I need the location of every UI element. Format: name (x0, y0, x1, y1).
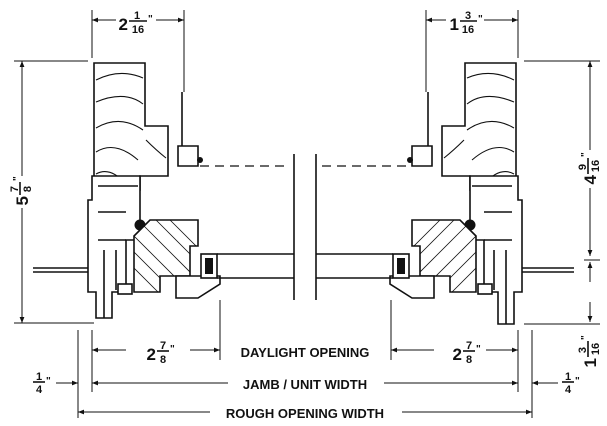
svg-text:4: 4 (565, 384, 572, 396)
dim-left-daylight: 2 7 8 " (147, 340, 175, 366)
svg-text:": " (580, 335, 591, 340)
dim-right-bottom: 1 3 16 " (577, 335, 602, 367)
svg-text:2: 2 (119, 15, 128, 34)
right-wood-jamb (441, 62, 517, 191)
svg-text:7: 7 (160, 340, 166, 352)
svg-text:8: 8 (160, 354, 166, 366)
svg-text:5: 5 (13, 196, 32, 205)
svg-text:9: 9 (577, 164, 589, 170)
dim-left-height: 5 7 8 " (9, 176, 34, 205)
svg-text:": " (46, 376, 51, 387)
svg-text:2: 2 (453, 345, 462, 364)
svg-text:4: 4 (581, 174, 600, 184)
svg-text:3: 3 (577, 347, 589, 353)
svg-text:": " (170, 344, 175, 355)
dim-right-height: 4 9 16 " (577, 152, 602, 184)
dim-right-daylight: 2 7 8 " (453, 340, 481, 366)
right-frame-profile (469, 175, 523, 325)
svg-text:4: 4 (36, 384, 43, 396)
dim-right-top: 1 3 16 " (450, 10, 483, 36)
svg-text:": " (148, 14, 153, 25)
jamb-unit-width-label: JAMB / UNIT WIDTH (243, 377, 367, 392)
svg-text:1: 1 (581, 358, 600, 367)
svg-text:": " (478, 14, 483, 25)
svg-text:1: 1 (450, 15, 459, 34)
daylight-opening-label: DAYLIGHT OPENING (241, 345, 370, 360)
dim-left-shim: 1 4 " (33, 371, 51, 396)
left-wood-jamb (93, 62, 169, 191)
svg-text:3: 3 (465, 10, 471, 22)
left-sash-profile (133, 219, 199, 293)
svg-text:8: 8 (466, 354, 472, 366)
svg-text:1: 1 (565, 371, 571, 383)
svg-text:7: 7 (466, 340, 472, 352)
dimension-lines (14, 10, 600, 418)
glass-and-screen (200, 154, 410, 300)
svg-text:": " (580, 152, 591, 157)
svg-text:": " (575, 376, 580, 387)
svg-text:8: 8 (22, 186, 34, 192)
svg-text:": " (476, 344, 481, 355)
svg-text:": " (12, 176, 23, 181)
svg-text:16: 16 (590, 343, 602, 355)
left-frame-profile (87, 175, 141, 319)
dim-left-top: 2 1 16 " (119, 10, 153, 36)
svg-text:2: 2 (147, 345, 156, 364)
rough-opening-width-label: ROUGH OPENING WIDTH (226, 406, 384, 421)
svg-text:16: 16 (132, 24, 144, 36)
svg-text:1: 1 (36, 371, 42, 383)
right-sash-profile (411, 219, 477, 293)
left-jamb-section (33, 62, 221, 319)
svg-text:16: 16 (462, 24, 474, 36)
svg-text:1: 1 (134, 10, 140, 22)
svg-text:7: 7 (9, 186, 21, 192)
right-jamb-section (389, 62, 574, 325)
dim-right-shim: 1 4 " (562, 371, 580, 396)
svg-text:16: 16 (590, 160, 602, 172)
